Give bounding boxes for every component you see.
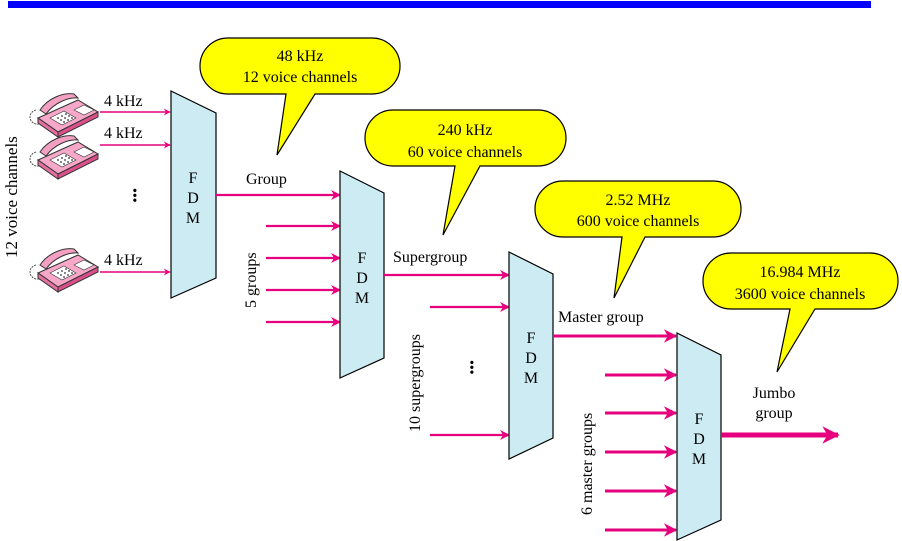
fdm-letter: D	[356, 270, 368, 287]
output-label-supergroup: Supergroup	[393, 249, 467, 266]
input-label-6-master-groups: 6 master groups	[579, 413, 596, 515]
fdm-letter: M	[692, 451, 706, 468]
fdm-letter: D	[525, 350, 537, 367]
fdm-letter: F	[695, 411, 704, 428]
input-label-5-groups: 5 groups	[243, 252, 260, 308]
callout-bubble-supergroup	[364, 109, 567, 236]
fdm-multiplexer-1	[170, 90, 217, 299]
fdm-letter: M	[524, 370, 538, 387]
fdm-letter: D	[187, 190, 199, 207]
callout-bubble-master-group	[534, 180, 742, 299]
callout-bubble-group	[199, 37, 401, 156]
side-label-voice-channels: 12 voice channels	[2, 136, 21, 258]
ellipsis-dots: •••	[463, 360, 478, 375]
output-label-jumbo: Jumbo	[753, 385, 796, 402]
callout-channels: 3600 voice channels	[735, 286, 866, 303]
fdm-multiplexer-4	[676, 332, 722, 541]
phone-icon	[29, 248, 99, 293]
header-bar	[8, 1, 871, 8]
fdm-letter: F	[527, 330, 536, 347]
callout-frequency: 240 kHz	[438, 122, 493, 139]
fdm-multiplexer-3	[508, 251, 554, 460]
output-label-group: group	[755, 405, 792, 422]
fdm-letter: D	[693, 431, 705, 448]
ellipsis-dots: •••	[126, 188, 141, 203]
input-label-10-supergroups: 10 supergroups	[407, 334, 424, 432]
output-label-master-group: Master group	[558, 309, 644, 326]
phone-bandwidth-label: 4 kHz	[104, 252, 143, 269]
output-label-group: Group	[246, 171, 287, 188]
phone-icon	[29, 93, 99, 138]
fdm-letter: M	[355, 290, 369, 307]
fdm-letter: M	[186, 210, 200, 227]
callout-channels: 600 voice channels	[577, 213, 700, 230]
callout-channels: 12 voice channels	[243, 69, 358, 86]
phone-icon	[29, 135, 99, 180]
fdm-letter: F	[358, 250, 367, 267]
fdm-letter: F	[189, 170, 198, 187]
phone-bandwidth-label: 4 kHz	[104, 125, 143, 142]
phone-bandwidth-label: 4 kHz	[104, 93, 143, 110]
callout-channels: 60 voice channels	[408, 144, 523, 161]
callout-frequency: 16.984 MHz	[760, 264, 841, 281]
callout-bubble-jumbo-group	[702, 252, 899, 373]
fdm-multiplexer-2	[339, 170, 385, 379]
callout-frequency: 2.52 MHz	[606, 192, 671, 209]
callout-frequency: 48 kHz	[277, 48, 324, 65]
